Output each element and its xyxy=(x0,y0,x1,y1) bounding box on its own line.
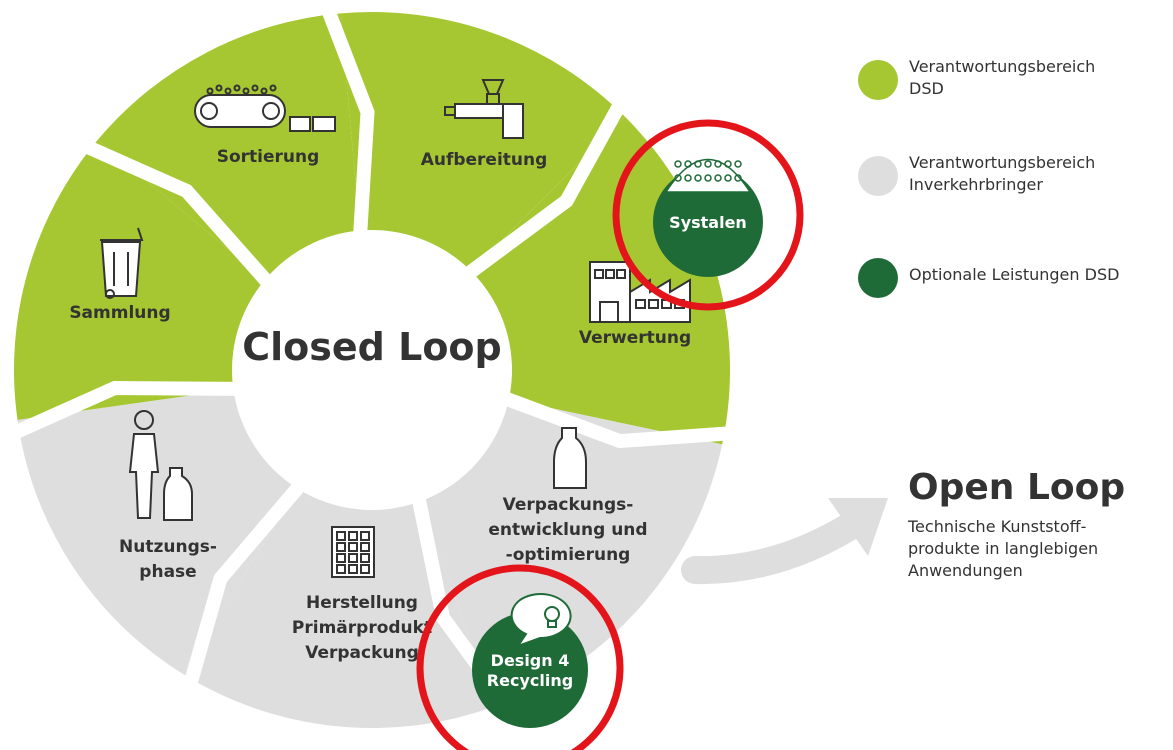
badge-label-design4recycling: Design 4 xyxy=(491,651,570,670)
segment-label-aufbereitung: Aufbereitung xyxy=(421,150,548,170)
segment-label-nutzungsphase: Nutzungs- xyxy=(119,537,217,557)
segment-label-sortierung: Sortierung xyxy=(217,147,320,167)
trash-bin-icon xyxy=(100,227,144,299)
segment-separator xyxy=(463,100,627,280)
legend-swatch-dsd xyxy=(858,60,898,100)
building-icon xyxy=(331,526,375,578)
legend-label-optional: Optionale Leistungen DSD xyxy=(909,265,1120,284)
bottle-icon xyxy=(553,427,587,489)
segment-label-nutzungsphase: phase xyxy=(139,562,196,582)
badge-systalen: Systalen xyxy=(612,119,804,311)
badge-label-systalen: Systalen xyxy=(669,213,747,232)
open-loop-block: Open Loop Technische Kunststoff- produkt… xyxy=(908,466,1170,582)
segment-label-verpackungsentwicklung: -optimierung xyxy=(506,545,631,565)
center-circle xyxy=(242,240,502,500)
center-title: Closed Loop xyxy=(242,325,501,369)
segment-label-herstellung: Verpackung xyxy=(305,643,419,663)
open-loop-arrow xyxy=(681,506,874,585)
segment-separator xyxy=(502,391,731,449)
lightbulb-icon xyxy=(510,593,572,648)
segment-label-sammlung: Sammlung xyxy=(69,303,170,323)
segment-label-verpackungsentwicklung: entwicklung und xyxy=(488,520,647,540)
person-bottle-icon xyxy=(128,410,193,521)
segment-sammlung xyxy=(13,139,265,420)
segment-label-herstellung: Primärprodukt xyxy=(292,618,432,638)
conveyor-belt-icon xyxy=(194,84,336,132)
highlight-ring-design4recycling xyxy=(416,564,624,750)
segment-herstellung xyxy=(182,488,495,728)
segment-aufbereitung xyxy=(340,11,626,272)
granulate-icon xyxy=(664,158,752,193)
open-loop-title: Open Loop xyxy=(908,467,1126,508)
legend-swatch-optional xyxy=(858,258,898,298)
factory-icon xyxy=(589,261,691,323)
extruder-icon xyxy=(444,79,524,139)
segment-label-herstellung: Herstellung xyxy=(306,593,418,613)
legend-label-inverkehrbringer: Verantwortungsbereich Inverkehrbringer xyxy=(909,153,1096,194)
open-loop-arrowhead xyxy=(828,498,888,556)
segment-sortierung xyxy=(97,13,360,281)
badge-label-design4recycling: Recycling xyxy=(487,671,573,690)
segment-separator xyxy=(321,6,375,235)
legend-swatch-inverkehrbringer xyxy=(858,156,898,196)
segment-label-verpackungsentwicklung: Verpackungs- xyxy=(503,495,634,515)
open-loop-description: Technische Kunststoff- produkte in langl… xyxy=(908,517,1099,580)
segment-separator xyxy=(183,480,306,688)
segment-nutzungsphase xyxy=(17,389,298,674)
legend-label-dsd: Verantwortungsbereich DSD xyxy=(909,57,1096,98)
segment-separator xyxy=(82,139,274,288)
highlight-ring-systalen xyxy=(612,119,804,311)
segment-separator xyxy=(10,380,238,440)
segment-label-verwertung: Verwertung xyxy=(579,328,691,348)
